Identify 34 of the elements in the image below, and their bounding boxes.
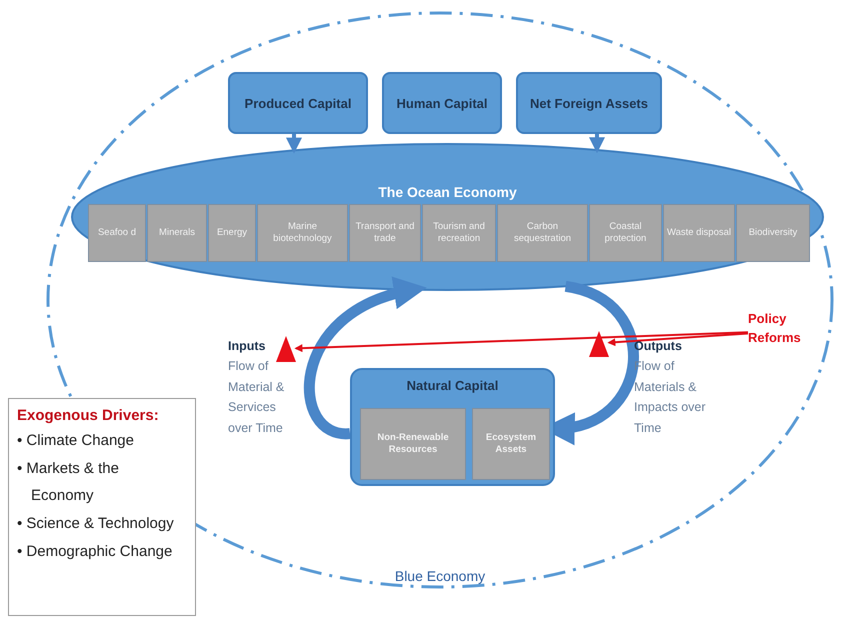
list-item: • Markets & the Economy [17,459,120,506]
category-box: Non-Renewable Resources [360,408,466,480]
panel-heading: Exogenous Drivers: [17,407,160,424]
area-label: Blue Economy [394,568,486,584]
panel [350,368,555,486]
policy-label: Policy Reforms [748,310,808,352]
capital-box: Produced Capital [228,72,368,134]
category-box: Ecosystem Assets [472,408,550,480]
drivers-panel [8,398,196,616]
category-box: Waste disposal [663,204,735,262]
category-box: Marine biotechnology [257,204,348,262]
list-item: • Climate Change [17,431,135,451]
triangle-marker [276,336,296,362]
category-box: Tourism and recreation [422,204,496,262]
category-box: Coastal protection [589,204,662,262]
category-box: Minerals [147,204,207,262]
triangle-marker [589,331,609,357]
flow-heading: Inputs [228,338,266,355]
list-item: • Demographic Change [17,542,174,562]
section-title: The Ocean Economy [377,184,518,200]
category-box: Biodiversity [736,204,810,262]
box-title: Natural Capital [406,378,498,393]
category-box: Transport and trade [349,204,421,262]
list-item: • Science & Technology [17,514,175,534]
capital-box: Net Foreign Assets [516,72,662,134]
category-box: Seafoo d [88,204,146,262]
category-box: Energy [208,204,256,262]
arrow [589,134,605,154]
capital-box: Human Capital [382,72,502,134]
curved-arrow [304,278,427,440]
arrow [294,331,748,352]
arrow [286,134,302,154]
category-box: Carbon sequestration [497,204,588,262]
flow-description: Flow of Material & Services over Time [228,358,286,437]
